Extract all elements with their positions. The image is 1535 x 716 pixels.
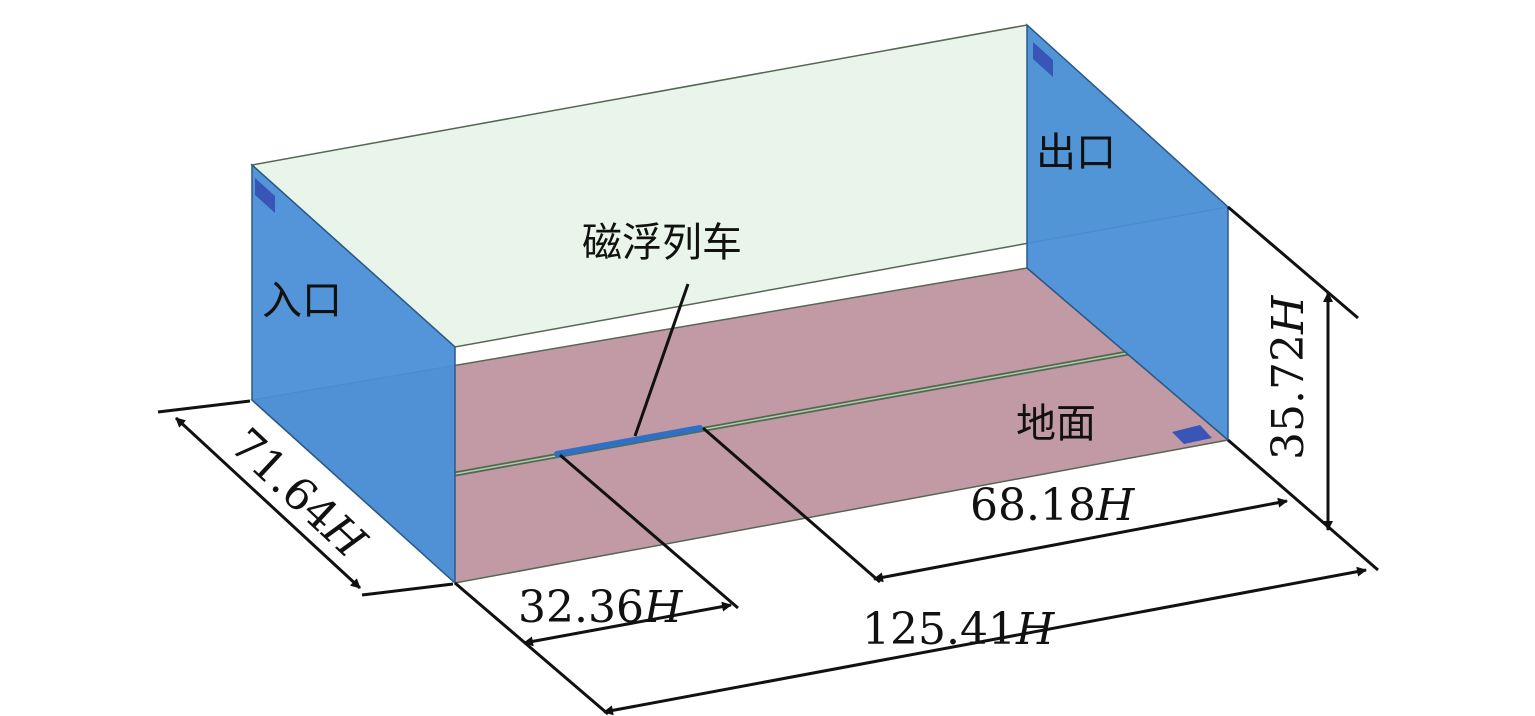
marker-square: [1033, 42, 1053, 77]
train-length-dimension-text: 32.36H: [518, 582, 684, 633]
extension-lines: [157, 205, 1379, 716]
total-length-dimension-arrow: [603, 566, 1367, 716]
width-dimension-arrow: [174, 416, 362, 590]
total-length-dimension-text: 125.41H: [862, 604, 1056, 655]
train-leader-line: [633, 283, 690, 437]
height-dimension-text: 35.72H: [1263, 294, 1314, 460]
marker-square: [1172, 425, 1212, 444]
outlet-label: 出口: [1036, 130, 1116, 176]
ground-label: 地面: [1016, 401, 1096, 447]
marker-square: [255, 178, 275, 213]
train-label: 磁浮列车: [582, 220, 742, 266]
inlet-label: 入口: [262, 278, 342, 324]
downstream-length-dimension-arrow: [873, 497, 1288, 583]
downstream-length-dimension-text: 68.18H: [970, 480, 1136, 531]
maglev-train: [554, 425, 703, 457]
